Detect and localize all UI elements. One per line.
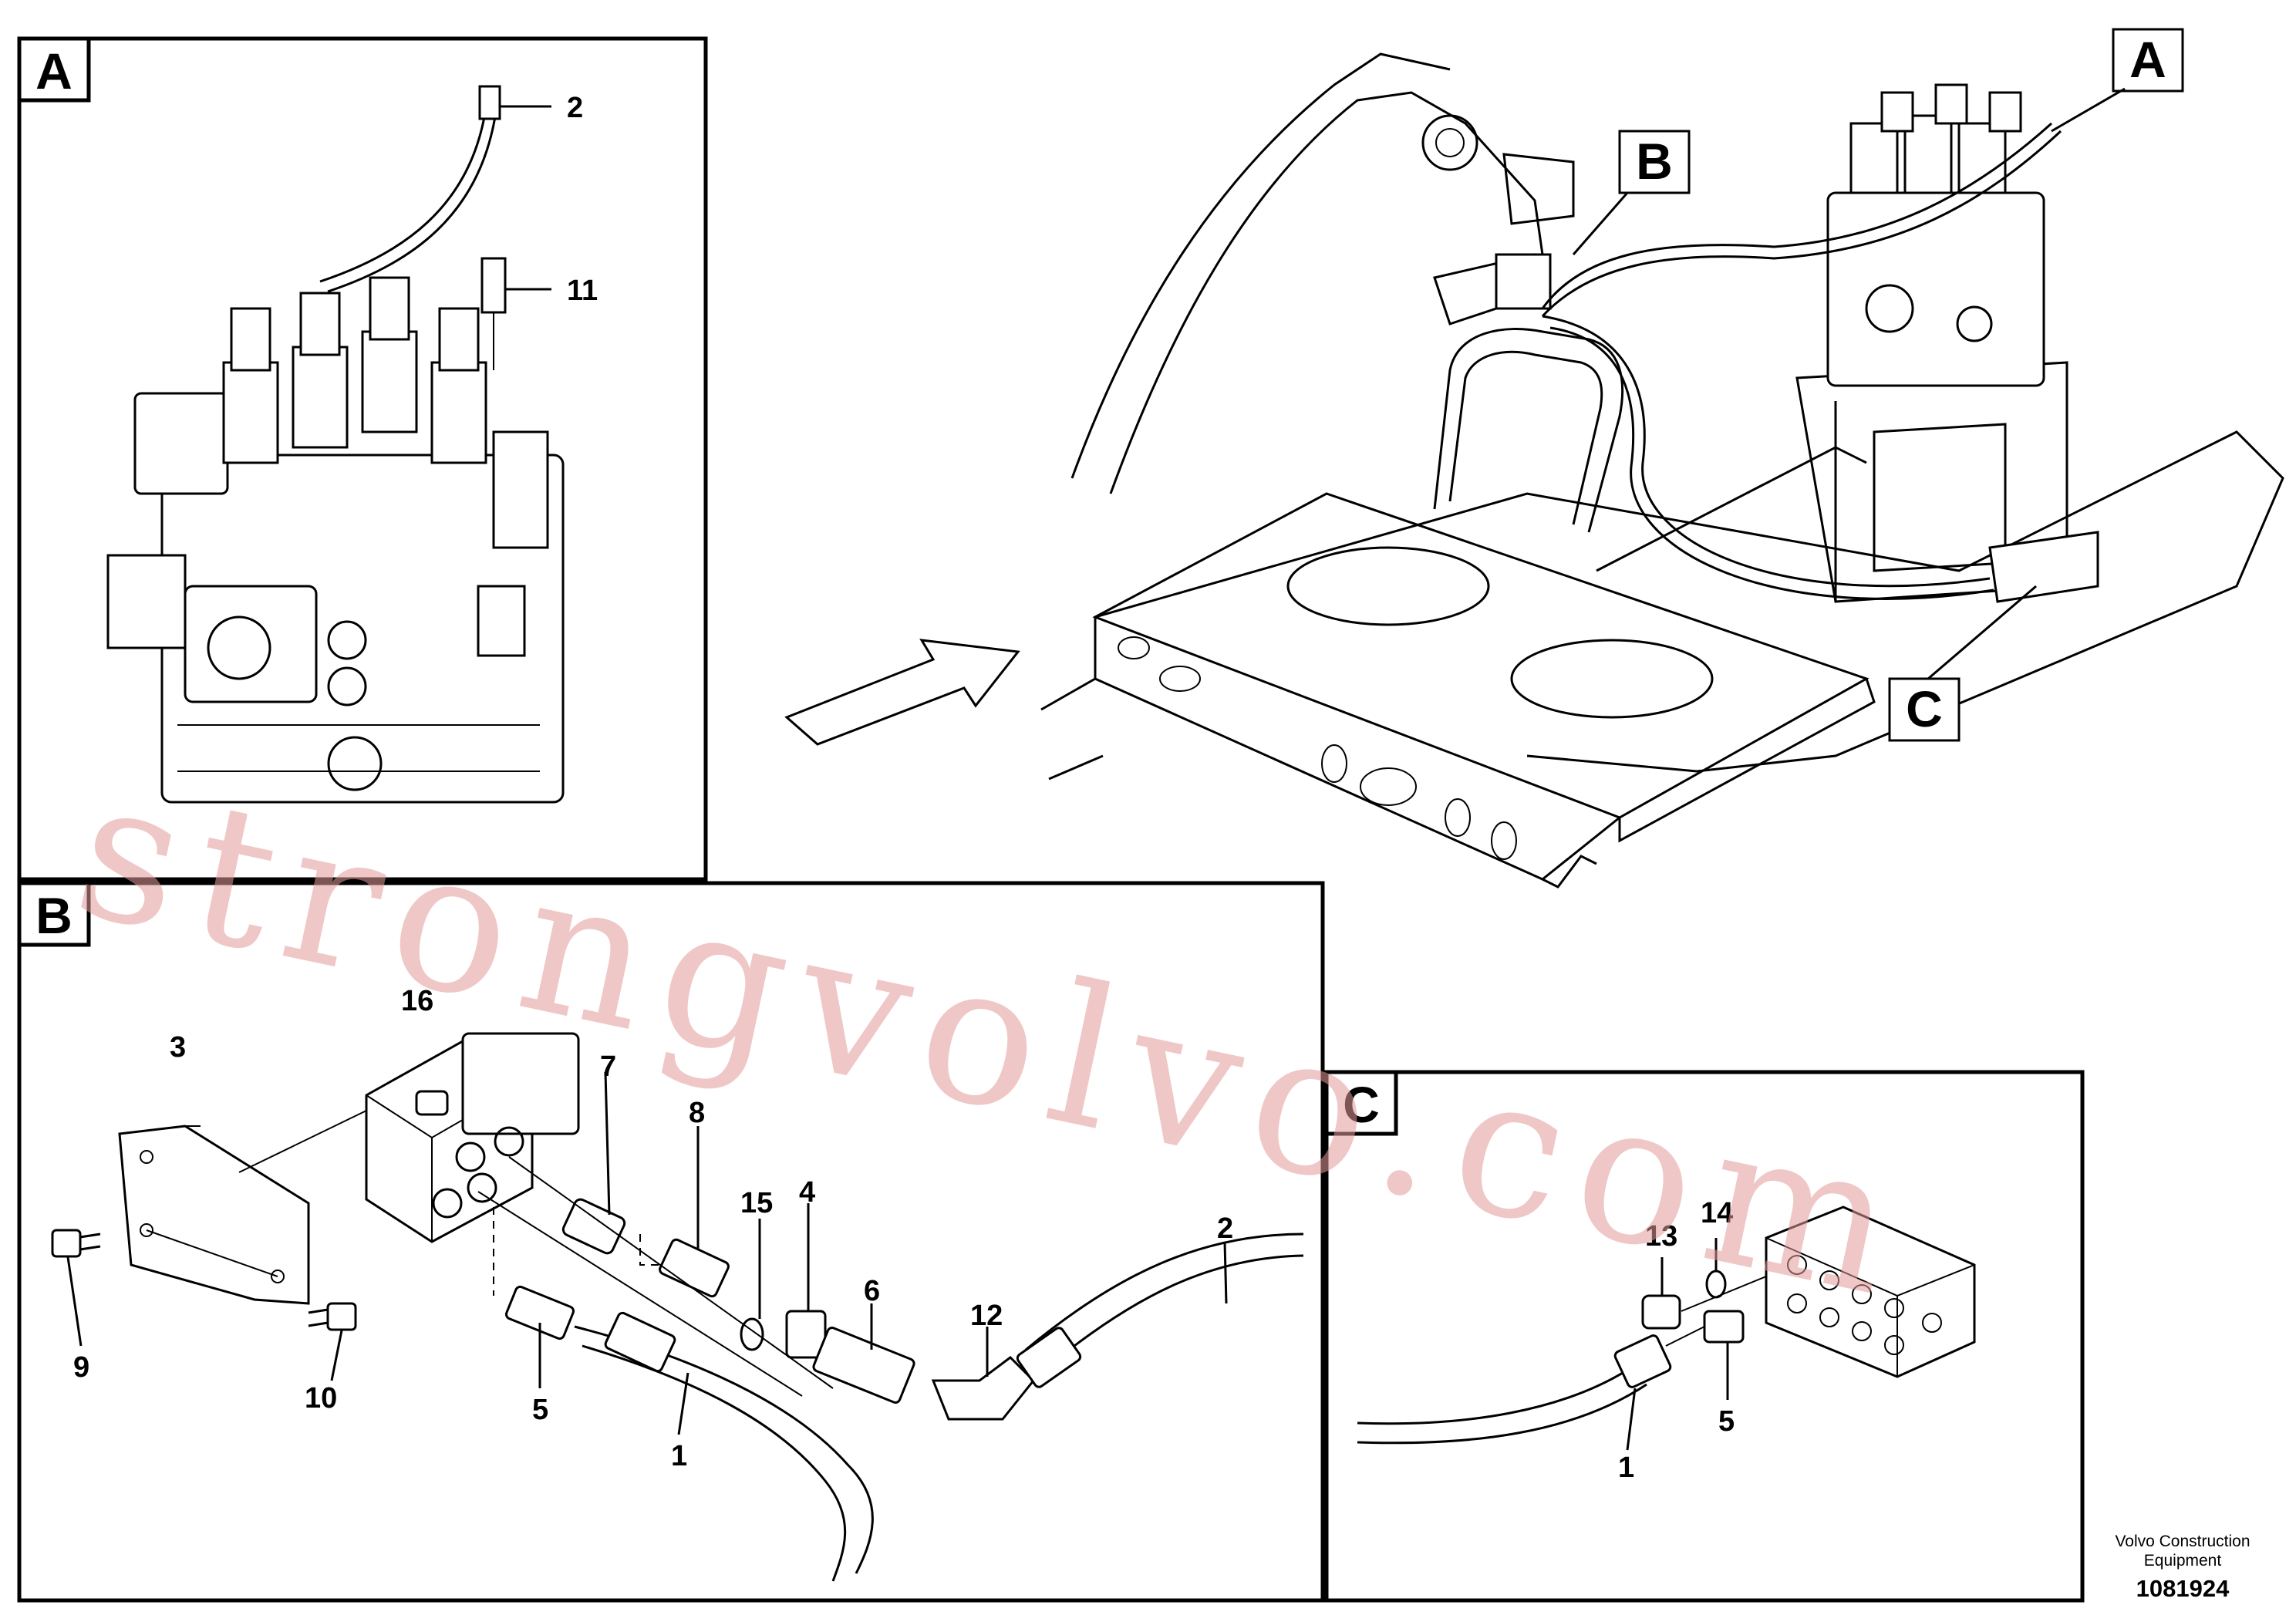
callout-2-section-a: 2 (567, 92, 583, 124)
callout-11-section-a: 11 (567, 275, 598, 307)
section-b: B (17, 881, 1325, 1603)
callout-5-section-b: 5 (532, 1394, 548, 1426)
callout-9: 9 (73, 1351, 89, 1384)
callout-4: 4 (799, 1176, 815, 1209)
callout-3: 3 (170, 1031, 186, 1064)
footer: Volvo Construction Equipment 1081924 (2115, 1533, 2250, 1602)
section-a-label: A (35, 42, 72, 99)
callout-10: 10 (305, 1382, 337, 1415)
callout-2-section-b: 2 (1217, 1212, 1233, 1245)
overview-callout-a: A (2129, 31, 2166, 88)
bolt-9 (51, 1229, 101, 1258)
overview-illustration: A B C (784, 28, 2284, 889)
document-number: 1081924 (2136, 1575, 2230, 1602)
watermark: strongvolvo.com (60, 735, 1930, 1342)
callout-5-section-c: 5 (1718, 1405, 1735, 1438)
solenoid-valve-block-16 (365, 1032, 580, 1243)
brand-line-2: Equipment (2144, 1552, 2222, 1570)
overview-callout-c: C (1906, 680, 1943, 737)
callout-15: 15 (740, 1187, 773, 1219)
bolt-10 (308, 1302, 357, 1331)
overview-control-valve (1826, 83, 2045, 387)
callout-6: 6 (864, 1275, 880, 1307)
callout-14: 14 (1701, 1197, 1733, 1229)
callout-1-section-c: 1 (1618, 1452, 1634, 1484)
callout-13: 13 (1645, 1220, 1677, 1253)
section-c-label: C (1343, 1076, 1380, 1133)
callout-1-section-b: 1 (671, 1440, 687, 1472)
callout-8: 8 (689, 1097, 705, 1129)
section-b-label: B (35, 887, 72, 944)
control-valve-assembly (106, 276, 565, 804)
section-a: A (17, 36, 708, 882)
distribution-block (1765, 1206, 1976, 1378)
view-direction-arrow (784, 639, 1020, 746)
callout-7: 7 (600, 1050, 616, 1083)
callout-16: 16 (401, 985, 433, 1017)
brand-line-1: Volvo Construction (2115, 1533, 2250, 1550)
overview-callout-b: B (1636, 133, 1673, 190)
section-c: C 13 14 (1324, 1070, 2085, 1603)
callout-12: 12 (970, 1300, 1003, 1332)
